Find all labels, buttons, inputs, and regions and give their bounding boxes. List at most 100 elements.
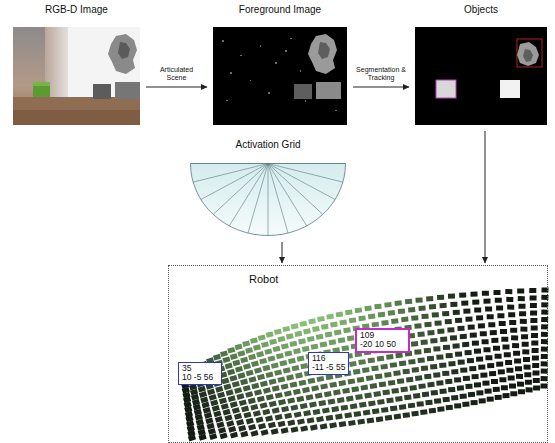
object-label-box: 3510 -5 56 [178,362,222,385]
skin-cell [388,380,396,386]
objects-picture [415,27,547,125]
skin-cell [414,349,421,355]
skin-cell [454,377,461,382]
skin-cell [287,420,295,426]
skin-cell [357,377,365,383]
skin-cell [260,402,268,409]
skin-cell [424,322,431,327]
skin-cell [417,331,424,336]
skin-cell [273,346,281,352]
skin-cell [310,424,318,430]
skin-cell [437,295,444,300]
skin-cell [230,353,238,360]
skin-cell [433,346,440,351]
skin-cell [500,329,507,334]
skin-cell [338,337,346,343]
skin-cell [541,354,548,359]
skin-cell [312,326,320,332]
skin-cell [375,373,383,379]
skin-cell [461,301,468,306]
skin-cell [454,403,461,408]
skin-cell [291,426,299,432]
skin-cell [401,317,408,323]
skin-cell [462,402,469,407]
skin-cell [284,390,292,396]
grid-ray [268,164,323,215]
skin-cell [505,289,512,294]
skin-cell [348,378,356,384]
skin-cell [384,372,392,378]
skin-cell [346,396,354,402]
skin-cell [316,416,324,422]
skin-cell [268,422,276,429]
skin-cell [266,331,274,337]
panel-title: Foreground Image [213,4,347,16]
skin-cell [335,414,343,420]
skin-cell [491,338,498,343]
skin-cell [315,393,323,399]
skin-cell [219,397,227,404]
skin-cell [271,362,279,368]
skin-cell [532,370,539,375]
skin-cell [240,357,248,364]
skin-cell [232,381,240,388]
skin-cell [488,322,495,327]
skin-cell [281,406,289,412]
skin-cell [313,409,321,415]
skin-cell [499,321,506,326]
skin-cell [518,389,525,394]
skin-cell [482,339,489,344]
skin-cell [445,319,452,324]
skin-cell [442,371,449,376]
skin-cell [455,318,462,323]
skin-cell [522,349,529,354]
skin-cell [532,363,539,368]
skin-cell [411,411,418,417]
skin-cell [415,297,422,302]
skin-cell [213,411,221,418]
skin-cell [232,407,240,414]
skin-cell [409,385,416,391]
skin-cell [284,350,292,356]
skin-cell [257,396,265,403]
skin-cell [487,314,494,319]
skin-cell [501,337,508,342]
skin-cell [531,333,538,338]
skin-cell [430,364,437,369]
skin-cell [257,374,265,380]
skin-cell [317,316,325,322]
skin-cell [250,404,258,411]
skin-cell [476,357,483,362]
skin-cell [448,387,455,392]
skin-cell [242,340,250,346]
skin-cell [408,403,415,409]
skin-cell [215,416,223,423]
skin-cell [351,386,359,392]
skin-cell [458,360,465,365]
skin-cell [439,303,446,308]
skin-cell [465,384,472,389]
skin-cell [246,418,254,425]
skin-cell [531,325,538,330]
skin-cell [427,382,434,388]
skin-cell [341,345,349,351]
edge-label: Segmentation & Tracking [352,66,410,82]
skin-cell [429,408,436,414]
skin-cell [329,422,337,428]
skin-cell [502,344,509,349]
skin-cell [455,351,462,356]
skin-cell [258,334,266,340]
skin-cell [324,391,332,397]
skin-cell [482,381,489,386]
skin-cell [506,297,513,302]
skin-cell [522,342,529,347]
edge-label: Articulated Scene [152,66,202,82]
skin-cell [371,365,379,371]
skin-cell [495,395,502,400]
skin-cell [541,369,548,374]
skin-cell [220,432,228,439]
skin-cell [355,394,363,400]
skin-cell [331,406,339,412]
skin-cell [394,414,402,420]
skin-cell [290,404,298,410]
